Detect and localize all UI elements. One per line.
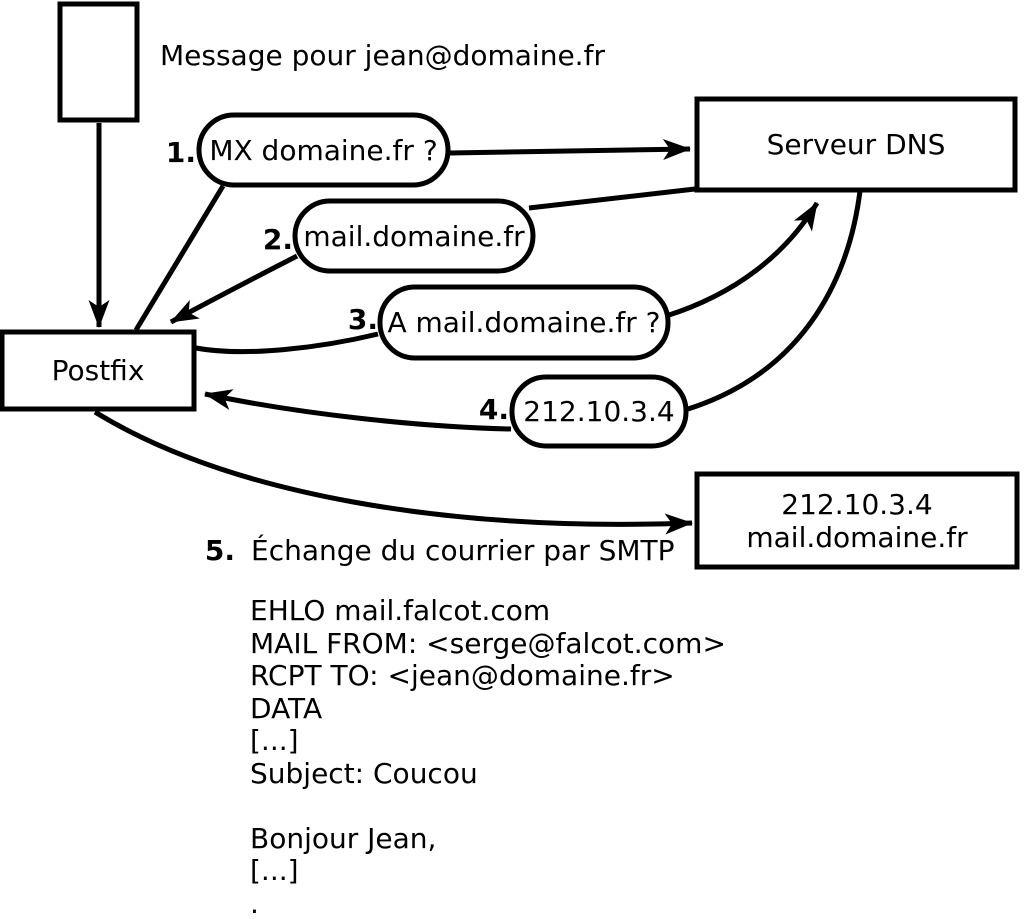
query3-label: A mail.domaine.fr ?	[387, 306, 661, 339]
smtp-line: [...]	[250, 854, 299, 887]
line-postfix-to-query1	[133, 184, 226, 332]
answer4-label: 212.10.3.4	[523, 395, 675, 428]
mail-server-hostname: mail.domaine.fr	[746, 520, 968, 554]
step2-number: 2.	[262, 223, 293, 256]
smtp-line: Subject: Coucou	[250, 756, 478, 790]
step5-label: Échange du courrier par SMTP	[251, 534, 675, 567]
smtp-line: RCPT TO: <jean@domaine.fr>	[250, 659, 675, 692]
answer4-pill	[509, 374, 689, 449]
step4-number: 4.	[478, 393, 509, 426]
arrow-answer4-to-postfix	[204, 389, 512, 432]
arrow-postfix-to-mailserver	[93, 409, 693, 535]
mail-server-label: 212.10.3.4 mail.domaine.fr	[697, 474, 1017, 567]
step5-number: 5.	[204, 534, 235, 567]
step3-number: 3.	[347, 303, 378, 336]
message-source-box	[57, 1, 140, 123]
smtp-line: DATA	[250, 691, 323, 725]
mail-server-ip: 212.10.3.4	[781, 487, 933, 521]
arrow-answer2-to-postfix	[169, 253, 299, 325]
dns-server-box	[694, 96, 1018, 193]
smtp-session-block: EHLO mail.falcot.com MAIL FROM: <serge@f…	[250, 594, 726, 919]
smtp-line: .	[250, 886, 259, 919]
diagram-title: Message pour jean@domaine.fr	[160, 39, 605, 72]
dns-server-label: Serveur DNS	[766, 128, 946, 161]
line-dns-to-answer2	[528, 186, 696, 211]
answer2-pill	[292, 198, 536, 274]
mail-server-box	[694, 471, 1020, 570]
answer2-label: mail.domaine.fr	[303, 219, 525, 253]
query1-label: MX domaine.fr ?	[209, 133, 438, 167]
smtp-line: EHLO mail.falcot.com	[250, 594, 551, 627]
postfix-box	[0, 329, 197, 412]
smtp-line: Bonjour Jean,	[250, 821, 437, 855]
line-postfix-to-query3	[195, 331, 379, 355]
smtp-line: [...]	[250, 724, 299, 757]
smtp-line: MAIL FROM: <serge@falcot.com>	[250, 626, 726, 660]
postfix-label: Postfix	[51, 354, 145, 387]
arrow-query1-to-dns	[449, 138, 691, 160]
step1-number: 1.	[165, 136, 196, 169]
query1-pill	[196, 112, 451, 188]
line-dns-to-answer4	[687, 190, 863, 412]
arrow-query3-to-dns	[665, 201, 820, 319]
smtp-line	[250, 790, 726, 823]
query3-pill	[377, 284, 671, 361]
